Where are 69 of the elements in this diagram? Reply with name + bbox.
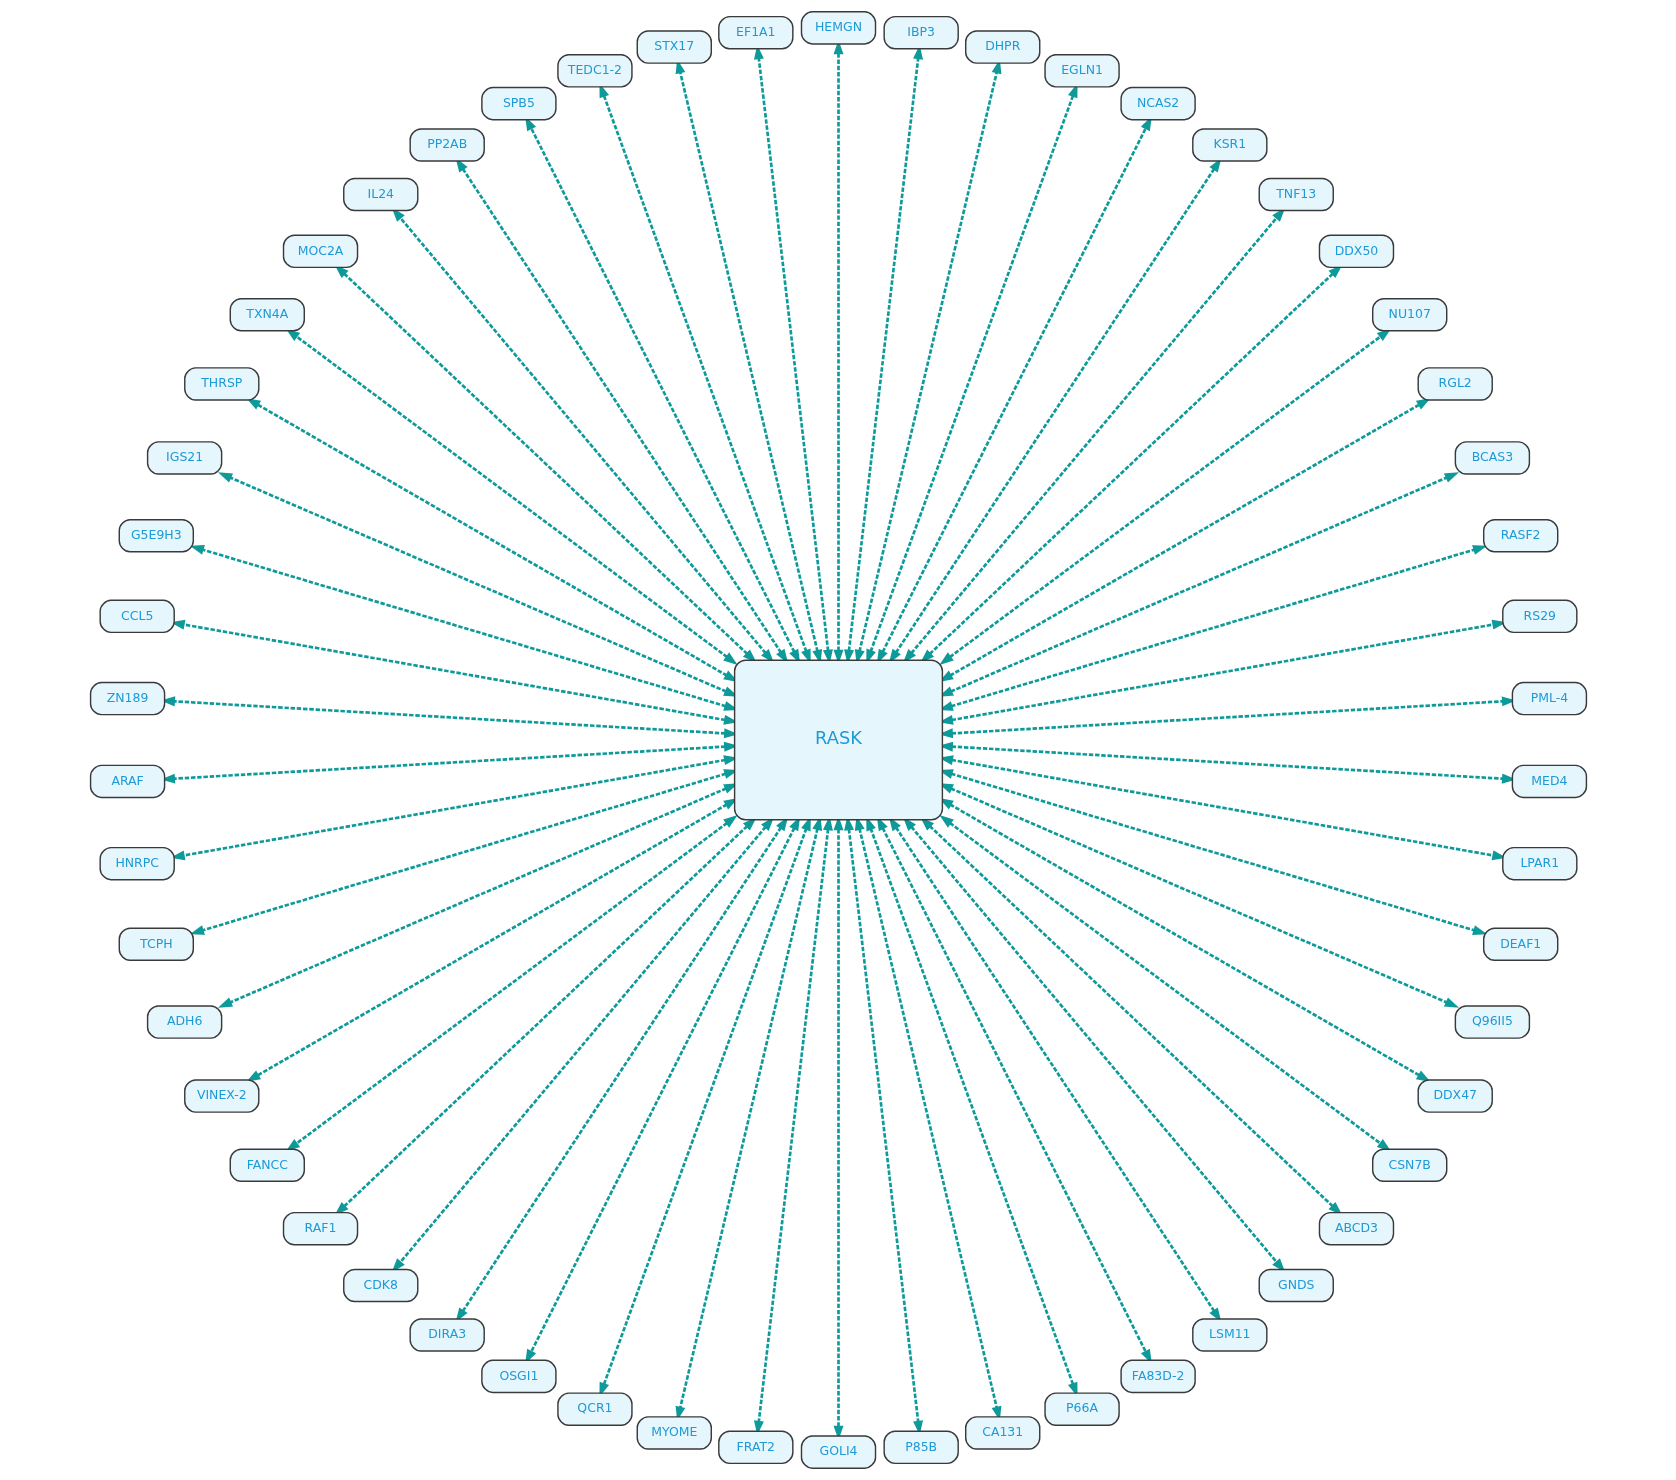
arrow [285,815,738,1152]
node-box: GOLI4 [800,1435,876,1469]
node-box: KSR1 [1191,128,1268,162]
node-box: QCR1 [556,1392,633,1426]
node-box: TNF13 [1258,177,1334,212]
node-box: BCAS3 [1454,441,1530,475]
node-box: G5E9H3 [118,519,194,553]
node-box: EF1A1 [717,15,794,50]
node-box: CCL5 [98,599,175,634]
node-box: P85B [882,1430,959,1465]
node-box: CA131 [964,1416,1040,1450]
arrow [217,783,738,1008]
node-box: RASF2 [1482,519,1558,553]
arrow [938,797,1431,1082]
node-box: DDX47 [1417,1079,1493,1113]
node-box: HNRPC [98,846,175,881]
node-box: GNDS [1258,1268,1334,1303]
node-box: NU107 [1371,297,1447,332]
node-box: FA83D-2 [1119,1359,1196,1394]
arrow [189,769,738,935]
node-box: NCAS2 [1119,86,1196,121]
node-box: DEAF1 [1482,927,1558,961]
node-box: TEDC1-2 [556,54,633,88]
arrow [217,472,738,697]
node-box: IGS21 [146,441,222,475]
node-box: VINEX-2 [183,1079,259,1113]
node-box: HEMGN [800,11,876,45]
node-box: CDK8 [342,1268,418,1303]
node-box: ARAF [89,764,165,799]
arrow [938,328,1391,665]
node-box: FRAT2 [717,1430,794,1465]
node-box: DHPR [964,30,1040,64]
node-box: DDX50 [1318,234,1394,269]
node-box: MOC2A [282,234,358,269]
arrow [285,328,738,665]
arrow [938,472,1459,697]
node-box: PP2AB [408,128,485,162]
node-box: P66A [1043,1392,1120,1426]
arrow [938,815,1391,1152]
node-box: LSM11 [1191,1318,1268,1352]
node-box: RAF1 [282,1211,358,1246]
arrow [938,545,1487,711]
node-box: STX17 [636,30,712,64]
node-box: THRSP [183,367,259,401]
node-box: RASK [733,659,943,821]
arrow [938,783,1459,1008]
node-box: ABCD3 [1318,1211,1394,1246]
node-box: TXN4A [229,297,305,332]
node-box: LPAR1 [1501,846,1578,881]
node-box: Q96II5 [1454,1005,1530,1039]
arrow [189,545,738,711]
node-box: EGLN1 [1043,54,1120,88]
arrow [938,769,1487,935]
node-box: OSGI1 [480,1359,557,1394]
arrow [938,398,1431,683]
node-box: RGL2 [1417,367,1493,401]
node-box: ADH6 [146,1005,222,1039]
node-box: DIRA3 [408,1318,485,1352]
node-box: IL24 [342,177,418,212]
node-box: MED4 [1511,764,1587,799]
node-box: ZN189 [89,681,165,716]
node-box: TCPH [118,927,194,961]
node-box: MYOME [636,1416,712,1450]
node-box: CSN7B [1371,1148,1447,1183]
node-box: SPB5 [480,86,557,121]
node-box: FANCC [229,1148,305,1183]
node-box: PML-4 [1511,681,1587,716]
node-box: RS29 [1501,599,1578,634]
node-box: IBP3 [882,15,959,50]
